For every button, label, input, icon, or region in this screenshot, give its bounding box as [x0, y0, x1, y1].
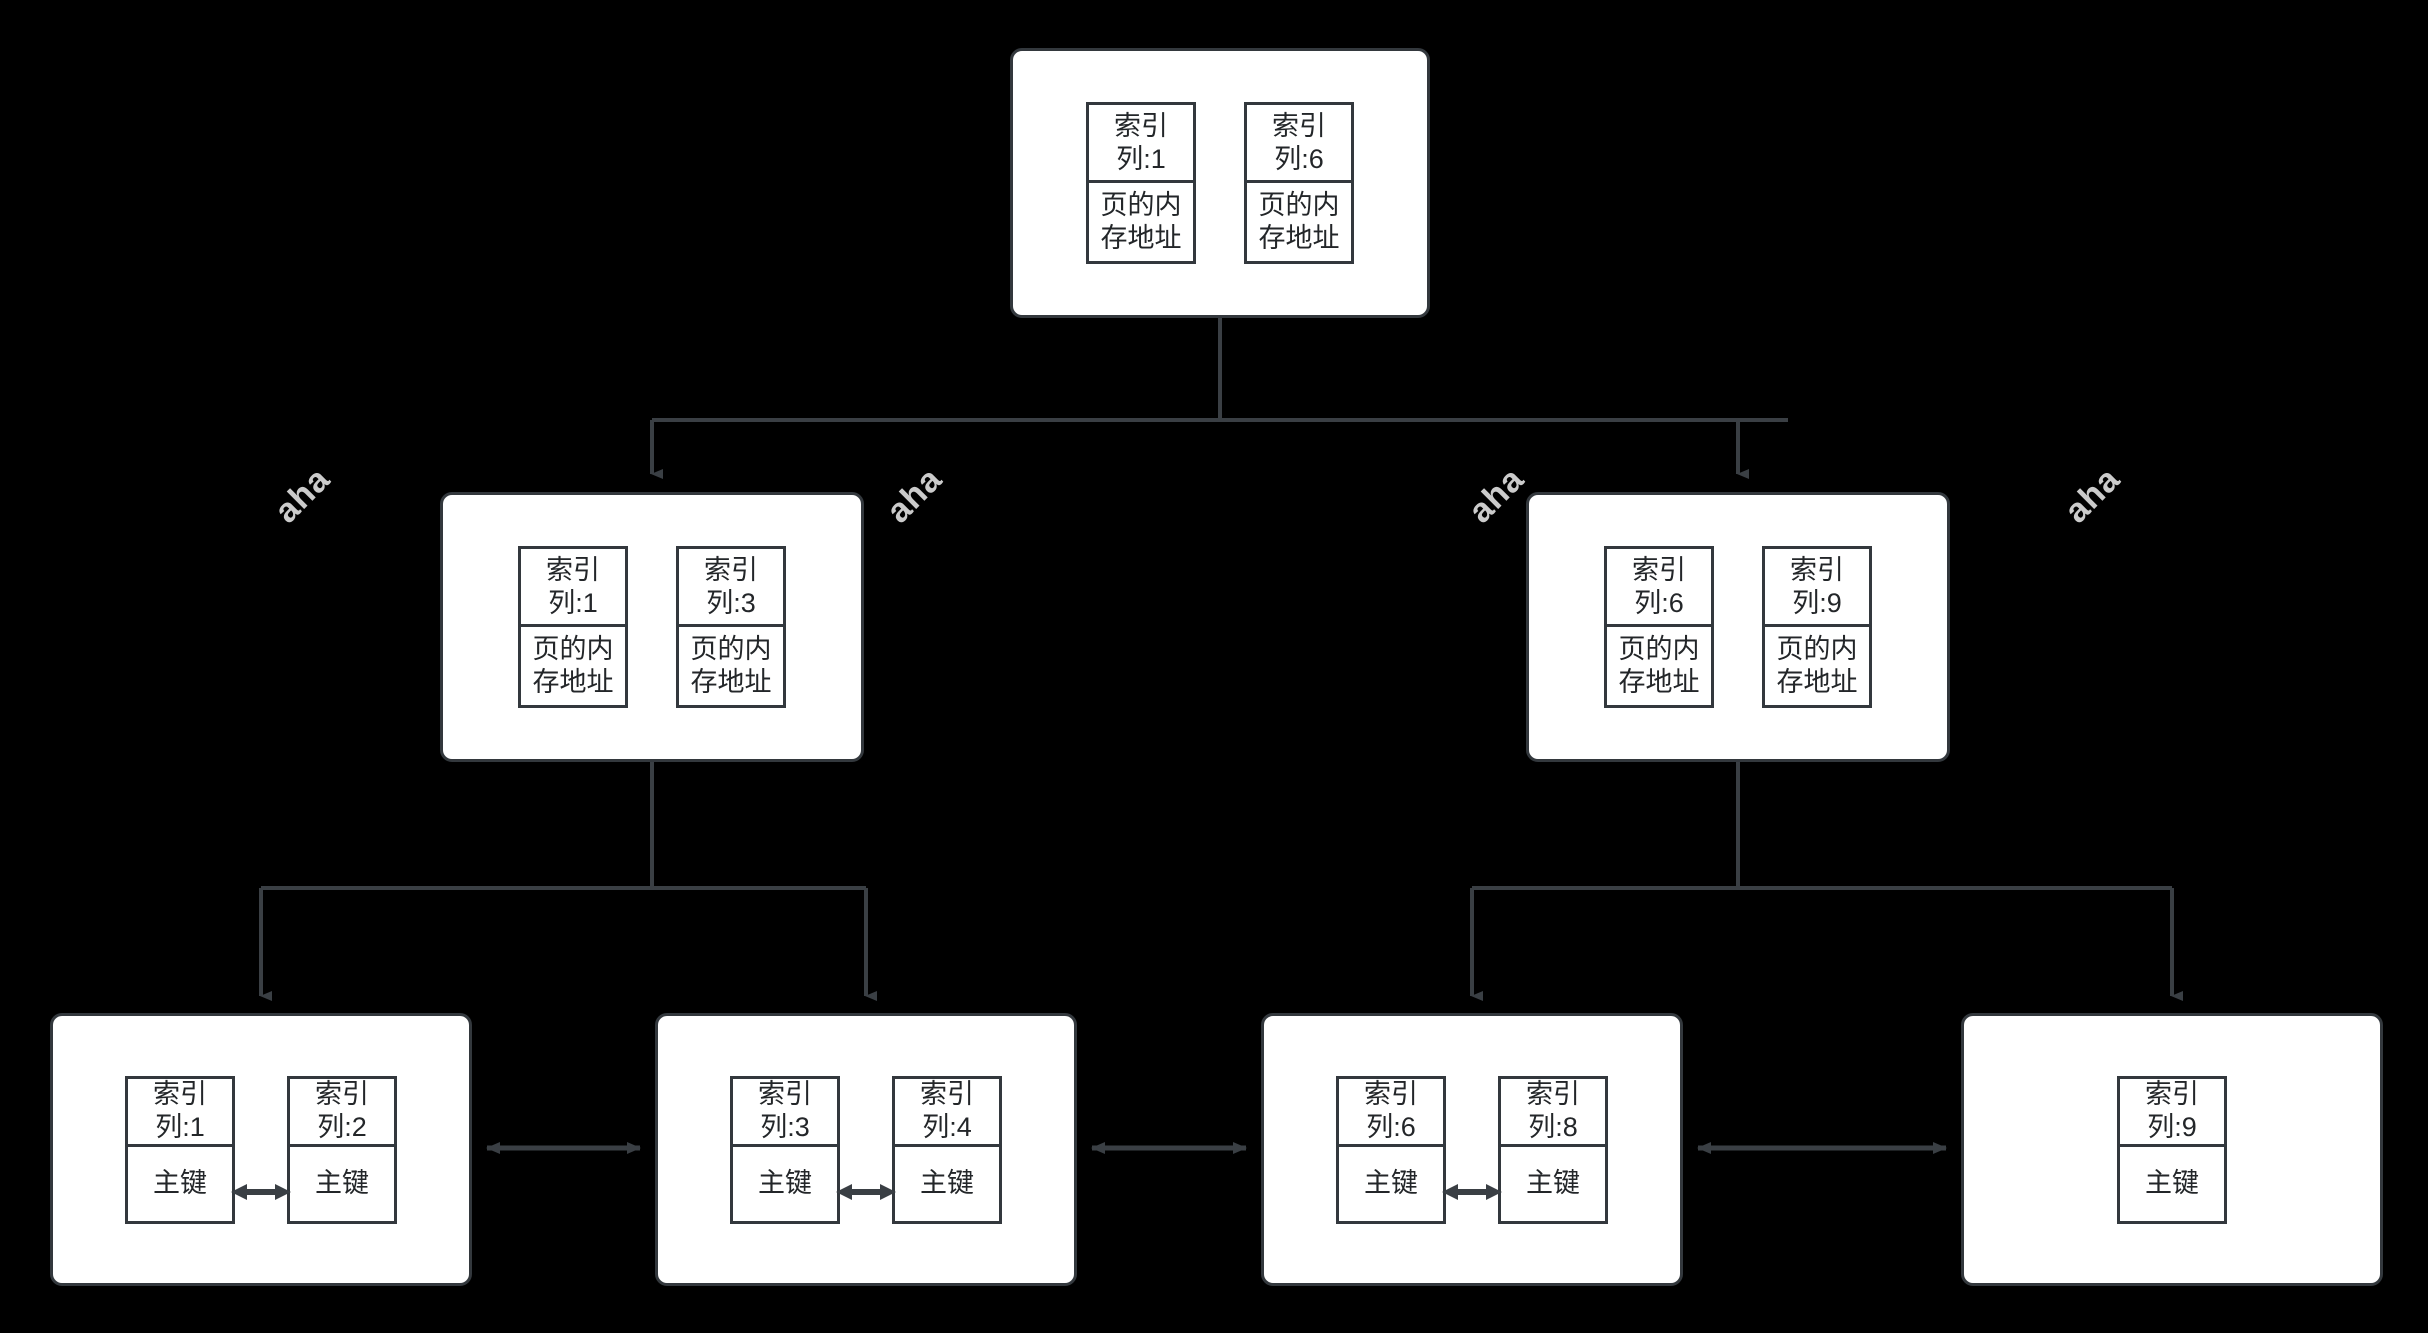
node-cells: 索引 列:1 主键 索引 列:2 主键 [125, 1075, 397, 1224]
primary-key-label: 主键 [2145, 1168, 2199, 1199]
index-cell[interactable]: 索引 列:1 主键 [125, 1075, 235, 1224]
index-column-label: 索引 列:1 [128, 1079, 232, 1147]
index-cell[interactable]: 索引 列:9 页的内 存地址 [1762, 546, 1872, 708]
index-cell[interactable]: 索引 列:6 页的内 存地址 [1244, 102, 1354, 264]
primary-key-label: 主键 [758, 1168, 812, 1199]
index-column-label: 索引 列:8 [1501, 1079, 1605, 1147]
index-column-label: 索引 列:4 [895, 1079, 999, 1147]
index-column-label: 索引 列:9 [1765, 549, 1869, 627]
index-column-label: 索引 列:6 [1339, 1079, 1443, 1147]
index-cell[interactable]: 索引 列:9 主键 [2117, 1075, 2227, 1224]
index-cell[interactable]: 索引 列:6 主键 [1336, 1075, 1446, 1224]
primary-key-label: 主键 [153, 1168, 207, 1199]
index-cell[interactable]: 索引 列:3 主键 [730, 1075, 840, 1224]
sibling-cell-arrow-icon [836, 1183, 896, 1200]
edge-internal-left-to-leaves [259, 762, 877, 1001]
index-column-label: 索引 列:1 [1089, 105, 1193, 183]
node-cells: 索引 列:6 主键 索引 列:8 主键 [1336, 1075, 1608, 1224]
sibling-cell-arrow-icon [1442, 1183, 1502, 1200]
index-column-label: 索引 列:3 [733, 1079, 837, 1147]
index-cell[interactable]: 索引 列:1 页的内 存地址 [518, 546, 628, 708]
primary-key-label: 主键 [315, 1168, 369, 1199]
watermark-aha: aha [2057, 459, 2128, 531]
primary-key-label: 主键 [920, 1168, 974, 1199]
sibling-cell-arrow-icon [231, 1183, 291, 1200]
watermark-aha: aha [879, 459, 950, 531]
index-column-label: 索引 列:6 [1247, 105, 1351, 183]
node-cells: 索引 列:9 主键 [2117, 1075, 2227, 1224]
index-column-label: 索引 列:6 [1607, 549, 1711, 627]
watermark-aha: aha [267, 459, 338, 531]
index-cell[interactable]: 索引 列:8 主键 [1498, 1075, 1608, 1224]
leaf-node-4[interactable]: 索引 列:9 主键 [1961, 1013, 2383, 1286]
primary-key-label: 主键 [1526, 1168, 1580, 1199]
primary-key-label: 主键 [1364, 1168, 1418, 1199]
index-cell[interactable]: 索引 列:2 主键 [287, 1075, 397, 1224]
index-cell[interactable]: 索引 列:6 页的内 存地址 [1604, 546, 1714, 708]
node-cells: 索引 列:1 页的内 存地址 索引 列:6 页的内 存地址 [1086, 102, 1354, 264]
index-column-label: 索引 列:1 [521, 549, 625, 627]
internal-node-right[interactable]: 索引 列:6 页的内 存地址 索引 列:9 页的内 存地址 [1526, 492, 1950, 762]
page-address-label: 页的内 存地址 [1618, 634, 1700, 697]
leaf-node-3[interactable]: 索引 列:6 主键 索引 列:8 主键 [1261, 1013, 1683, 1286]
page-address-label: 页的内 存地址 [1776, 634, 1858, 697]
page-address-label: 页的内 存地址 [1258, 190, 1340, 253]
index-cell[interactable]: 索引 列:1 页的内 存地址 [1086, 102, 1196, 264]
page-address-label: 页的内 存地址 [690, 634, 772, 697]
index-cell[interactable]: 索引 列:3 页的内 存地址 [676, 546, 786, 708]
index-column-label: 索引 列:3 [679, 549, 783, 627]
index-column-label: 索引 列:2 [290, 1079, 394, 1147]
edge-root-to-internals [650, 318, 1788, 479]
index-column-label: 索引 列:9 [2120, 1079, 2224, 1147]
index-cell[interactable]: 索引 列:4 主键 [892, 1075, 1002, 1224]
node-cells: 索引 列:1 页的内 存地址 索引 列:3 页的内 存地址 [518, 546, 786, 708]
node-cells: 索引 列:6 页的内 存地址 索引 列:9 页的内 存地址 [1604, 546, 1872, 708]
root-node[interactable]: 索引 列:1 页的内 存地址 索引 列:6 页的内 存地址 [1010, 48, 1430, 318]
edge-internal-right-to-leaves [1470, 762, 2183, 1001]
node-cells: 索引 列:3 主键 索引 列:4 主键 [730, 1075, 1002, 1224]
internal-node-left[interactable]: 索引 列:1 页的内 存地址 索引 列:3 页的内 存地址 [440, 492, 864, 762]
page-address-label: 页的内 存地址 [532, 634, 614, 697]
leaf-node-1[interactable]: 索引 列:1 主键 索引 列:2 主键 [50, 1013, 472, 1286]
leaf-node-2[interactable]: 索引 列:3 主键 索引 列:4 主键 [655, 1013, 1077, 1286]
page-address-label: 页的内 存地址 [1100, 190, 1182, 253]
watermark-aha: aha [1461, 459, 1532, 531]
